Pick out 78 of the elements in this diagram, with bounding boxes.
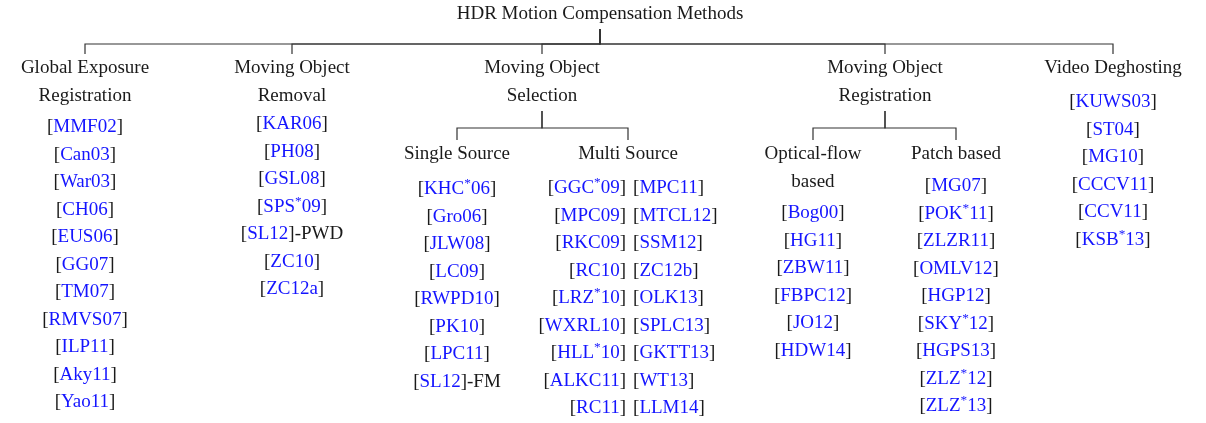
citation: [CH06] [55, 196, 114, 221]
citation: [RC10] [569, 257, 627, 282]
citation: [KUWS03] [1069, 89, 1157, 113]
citation: [RC11] [569, 395, 627, 419]
citation: [JLW08] [423, 231, 491, 255]
citation: [PH08] [264, 138, 320, 163]
citation: [GSL08] [258, 166, 326, 190]
citation: [MG10] [1081, 144, 1145, 168]
citation: [FBPC12] [773, 282, 853, 307]
citation: [ZBW11] [776, 255, 850, 279]
citation: [SSM12] [633, 230, 703, 254]
citation: [LRZ$^{*}$10] [551, 283, 627, 309]
citation: [CCCV11] [1071, 171, 1155, 196]
citation: [Gro06] [426, 203, 488, 228]
citation: [EUS06] [51, 224, 119, 248]
citation: [MPC09] [554, 202, 627, 227]
citation: [KAR06] [256, 111, 328, 135]
category-label: Patch based [891, 139, 1021, 167]
citation: [GG07] [55, 251, 115, 276]
citation: [KHC$^{*}$06] [417, 174, 497, 200]
citation: [HGPS13] [915, 338, 997, 362]
citation: [WT13] [633, 367, 695, 392]
citation: [Can03] [53, 141, 117, 166]
citation: [RKC09] [555, 230, 627, 254]
citation: [ST04] [1086, 116, 1140, 141]
citation: [SKY$^{*}$12] [917, 308, 995, 335]
tree-connector [884, 110, 957, 141]
citation: [ILP11] [55, 334, 115, 358]
citation: [MPC11] [633, 175, 705, 199]
tree-connector [541, 110, 629, 141]
citation: [HDW14] [774, 337, 852, 362]
citation: [HLL$^{*}$10] [550, 338, 627, 364]
citation: [SPS$^{*}$09] [257, 191, 327, 218]
citation: [Yao11] [54, 389, 116, 413]
category-label: Moving Object Selection [462, 53, 622, 109]
citation: [SL12]-FM [413, 368, 501, 393]
category-label: Single Source [387, 139, 527, 167]
citation: [Bog00] [781, 200, 845, 224]
citation: [HGP12] [921, 283, 991, 307]
category-label: Video Deghosting [1023, 53, 1203, 81]
citation: [ZLZ$^{*}$12] [919, 363, 993, 390]
citation: [ZLZ$^{*}$13] [919, 391, 993, 417]
citation: [ZC10] [264, 248, 320, 273]
category-label: Moving Object Removal [212, 53, 372, 109]
citation: [LC09] [429, 258, 485, 283]
citation: [TM07] [54, 279, 116, 303]
citation: [OMLV12] [913, 255, 999, 280]
citation: [CCV11] [1077, 199, 1148, 223]
citation: [Aky11] [53, 361, 117, 386]
category-label: Moving Object Registration [805, 53, 965, 109]
citation: [SPLC13] [633, 312, 711, 337]
citation: [ZLZR11] [916, 228, 996, 252]
citation: [RMVS07] [42, 306, 128, 331]
category-label: HDR Motion Compensation Methods [440, 0, 760, 27]
citation: [MG07] [924, 173, 988, 197]
citation: [MMF02] [47, 114, 123, 138]
citation: [MTCL12] [633, 202, 718, 227]
category-label: Multi Source [558, 139, 698, 167]
citation: [ZC12a] [259, 276, 325, 300]
tree-connector [599, 28, 1114, 55]
citation: [POK$^{*}$11] [918, 198, 994, 225]
citation: [PK10] [429, 313, 485, 338]
category-label: Optical-flow based [748, 139, 878, 195]
citation: [SL12]-PWD [240, 221, 344, 245]
citation: [LLM14] [633, 395, 705, 419]
category-label: Global Exposure Registration [0, 53, 170, 109]
citation: [War03] [53, 169, 117, 193]
citation: [ZC12b] [633, 257, 699, 282]
citation: [RWPD10] [414, 286, 500, 310]
citation: [LPC11] [424, 341, 490, 365]
citation: [KSB$^{*}$13] [1075, 224, 1151, 251]
citation: [JO12] [786, 310, 840, 334]
citation: [GGC$^{*}$09] [547, 173, 627, 199]
citation: [GKTT13] [633, 340, 716, 364]
citation: [OLK13] [633, 285, 704, 309]
citation: [HG11] [783, 227, 843, 252]
citation: [WXRL10] [538, 312, 627, 337]
citation: [ALKC11] [543, 367, 627, 392]
